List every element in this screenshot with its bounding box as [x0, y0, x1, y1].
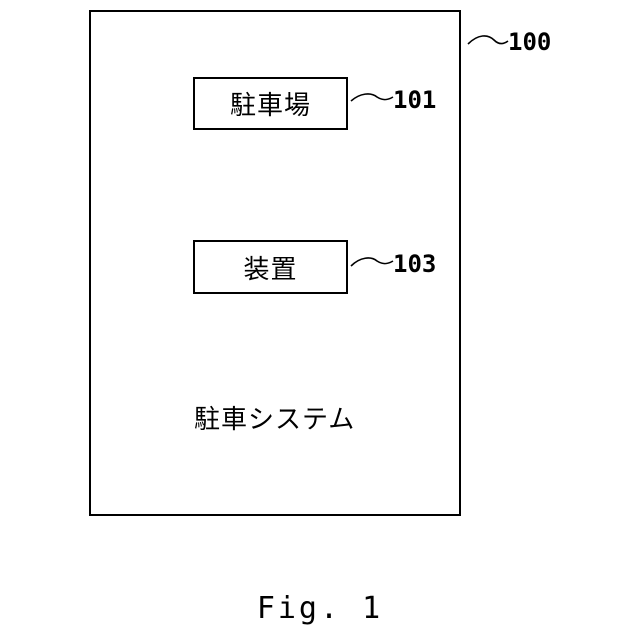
parking-lot-box: 駐車場 — [193, 77, 348, 130]
reference-number-101: 101 — [393, 86, 436, 114]
leader-line-100 — [468, 36, 508, 44]
parking-lot-label: 駐車場 — [230, 85, 311, 122]
figure-caption: Fig. 1 — [0, 591, 640, 626]
reference-number-103: 103 — [393, 250, 436, 278]
reference-number-100: 100 — [508, 28, 551, 56]
device-label: 装置 — [243, 249, 297, 286]
parking-system-label: 駐車システム — [194, 399, 355, 436]
device-box: 装置 — [193, 240, 348, 294]
